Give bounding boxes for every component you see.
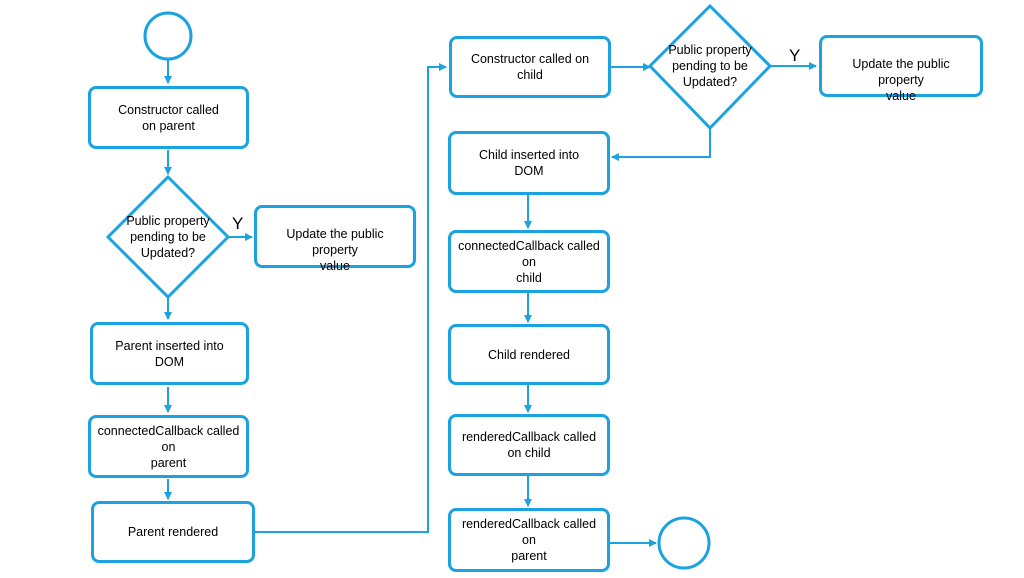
arrow-child-decision-to-inserted (611, 128, 711, 161)
child-rendered-callback-label: renderedCallback called on child (461, 430, 597, 460)
child-update-property-box: Update the public property value (819, 35, 983, 103)
parent-rendered-callback-box: renderedCallback called on parent (448, 508, 610, 572)
child-decision-yes-label: Y (789, 46, 801, 65)
parent-decision-yes-label: Y (232, 214, 244, 233)
parent-rendered-label: Parent rendered (127, 525, 219, 539)
child-rendered-callback-box: renderedCallback called on child (448, 414, 610, 476)
arrow-parent-rendered-to-child-constructor (255, 63, 447, 533)
child-decision-label: Public property pending to be Updated? (668, 43, 752, 89)
child-inserted-label: Child inserted into DOM (478, 148, 580, 178)
child-connected-callback-box: connectedCallback called on child (448, 230, 610, 293)
parent-update-property-label: Update the public property value (286, 227, 384, 273)
child-rendered-box: Child rendered (448, 324, 610, 385)
parent-inserted-box: Parent inserted into DOM (90, 322, 249, 385)
child-connected-callback-label: connectedCallback called on child (458, 238, 600, 285)
constructor-child-label: Constructor called on child (470, 52, 590, 82)
start-circle (143, 11, 193, 61)
parent-connected-callback-box: connectedCallback called on parent (88, 415, 249, 478)
parent-rendered-callback-label: renderedCallback called on parent (461, 517, 597, 563)
constructor-parent-label: Constructor called on parent (118, 102, 219, 133)
child-rendered-label: Child rendered (488, 347, 570, 362)
parent-update-property-box: Update the public property value (254, 205, 416, 273)
parent-connected-callback-label: connectedCallback called on parent (97, 423, 240, 470)
parent-inserted-label: Parent inserted into DOM (115, 338, 224, 369)
child-update-property-label: Update the public property value (852, 57, 950, 103)
constructor-child-box: Constructor called on child (449, 36, 611, 98)
parent-decision-label: Public property pending to be Updated? (126, 214, 210, 260)
parent-rendered-box: Parent rendered (91, 501, 255, 563)
constructor-parent-box: Constructor called on parent (88, 86, 249, 149)
child-inserted-box: Child inserted into DOM (448, 131, 610, 195)
end-circle (657, 516, 711, 570)
